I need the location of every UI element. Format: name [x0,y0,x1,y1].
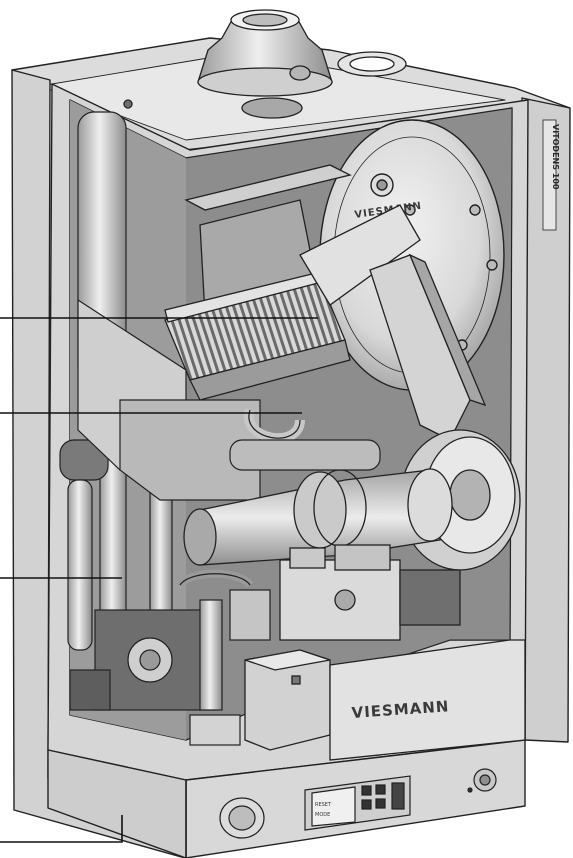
electronics-box [244,649,331,751]
panel-label-1: RESET [315,802,332,808]
gas-valve [279,544,461,641]
air-intake-pipe [183,468,453,566]
side-model-label: VITODENS 100 [542,119,560,231]
panel-label-2: MODE [315,812,330,818]
left-pipes [59,111,173,651]
condensate-pipes [229,408,381,471]
hydraulic-block [69,569,271,746]
callout-control-unit [0,815,123,843]
flue-adapter [123,9,407,119]
control-panel: RESET MODE [219,768,497,839]
side-brand-text: VITODENS 100 [551,124,560,190]
expansion-vessel [77,298,261,501]
callout-lines [0,317,318,843]
air-duct [369,253,487,441]
front-trim-panel: VIESMANN [329,639,526,761]
heat-exchanger [164,164,421,401]
